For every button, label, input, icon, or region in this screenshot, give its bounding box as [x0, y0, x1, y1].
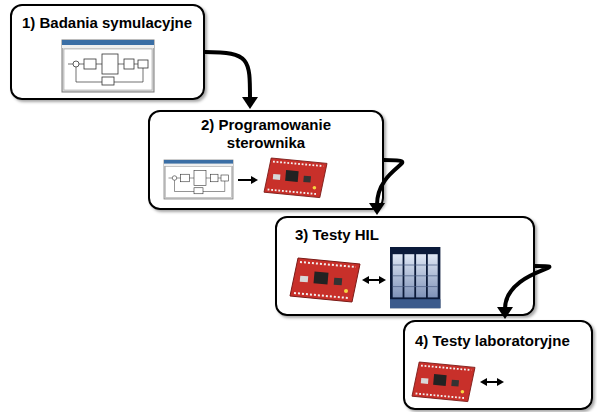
flow-arrow: [238, 176, 258, 184]
stage-title: 4) Testy laboratoryjne: [415, 332, 570, 350]
stage-title: 3) Testy HIL: [295, 226, 379, 244]
arrow-head: [497, 307, 513, 319]
flow-connector: [205, 52, 258, 109]
simulation-screenshot: [62, 40, 154, 92]
connector-line: [377, 160, 402, 205]
double-arrow: [362, 276, 386, 284]
arrow-head: [242, 97, 258, 109]
flow-connector: [369, 160, 402, 215]
stage-box: 3) Testy HIL: [275, 216, 535, 316]
hil-simulator-rack: [390, 247, 440, 308]
controller-board: [264, 158, 327, 198]
simulation-screenshot: [164, 160, 233, 199]
controller-board: [290, 258, 360, 302]
stage-title: 2) Programowanie sterownika: [186, 116, 346, 152]
connector-line: [205, 52, 250, 99]
connector-line: [505, 266, 549, 309]
flow-connector: [497, 266, 549, 319]
double-arrow: [480, 378, 504, 386]
stage-title: 1) Badania symulacyjne: [22, 14, 192, 32]
stage-box: 2) Programowanie sterownika: [148, 110, 384, 210]
stage-box: 4) Testy laboratoryjne: [403, 320, 593, 410]
stage-box: 1) Badania symulacyjne: [10, 4, 205, 100]
controller-board: [412, 362, 475, 402]
